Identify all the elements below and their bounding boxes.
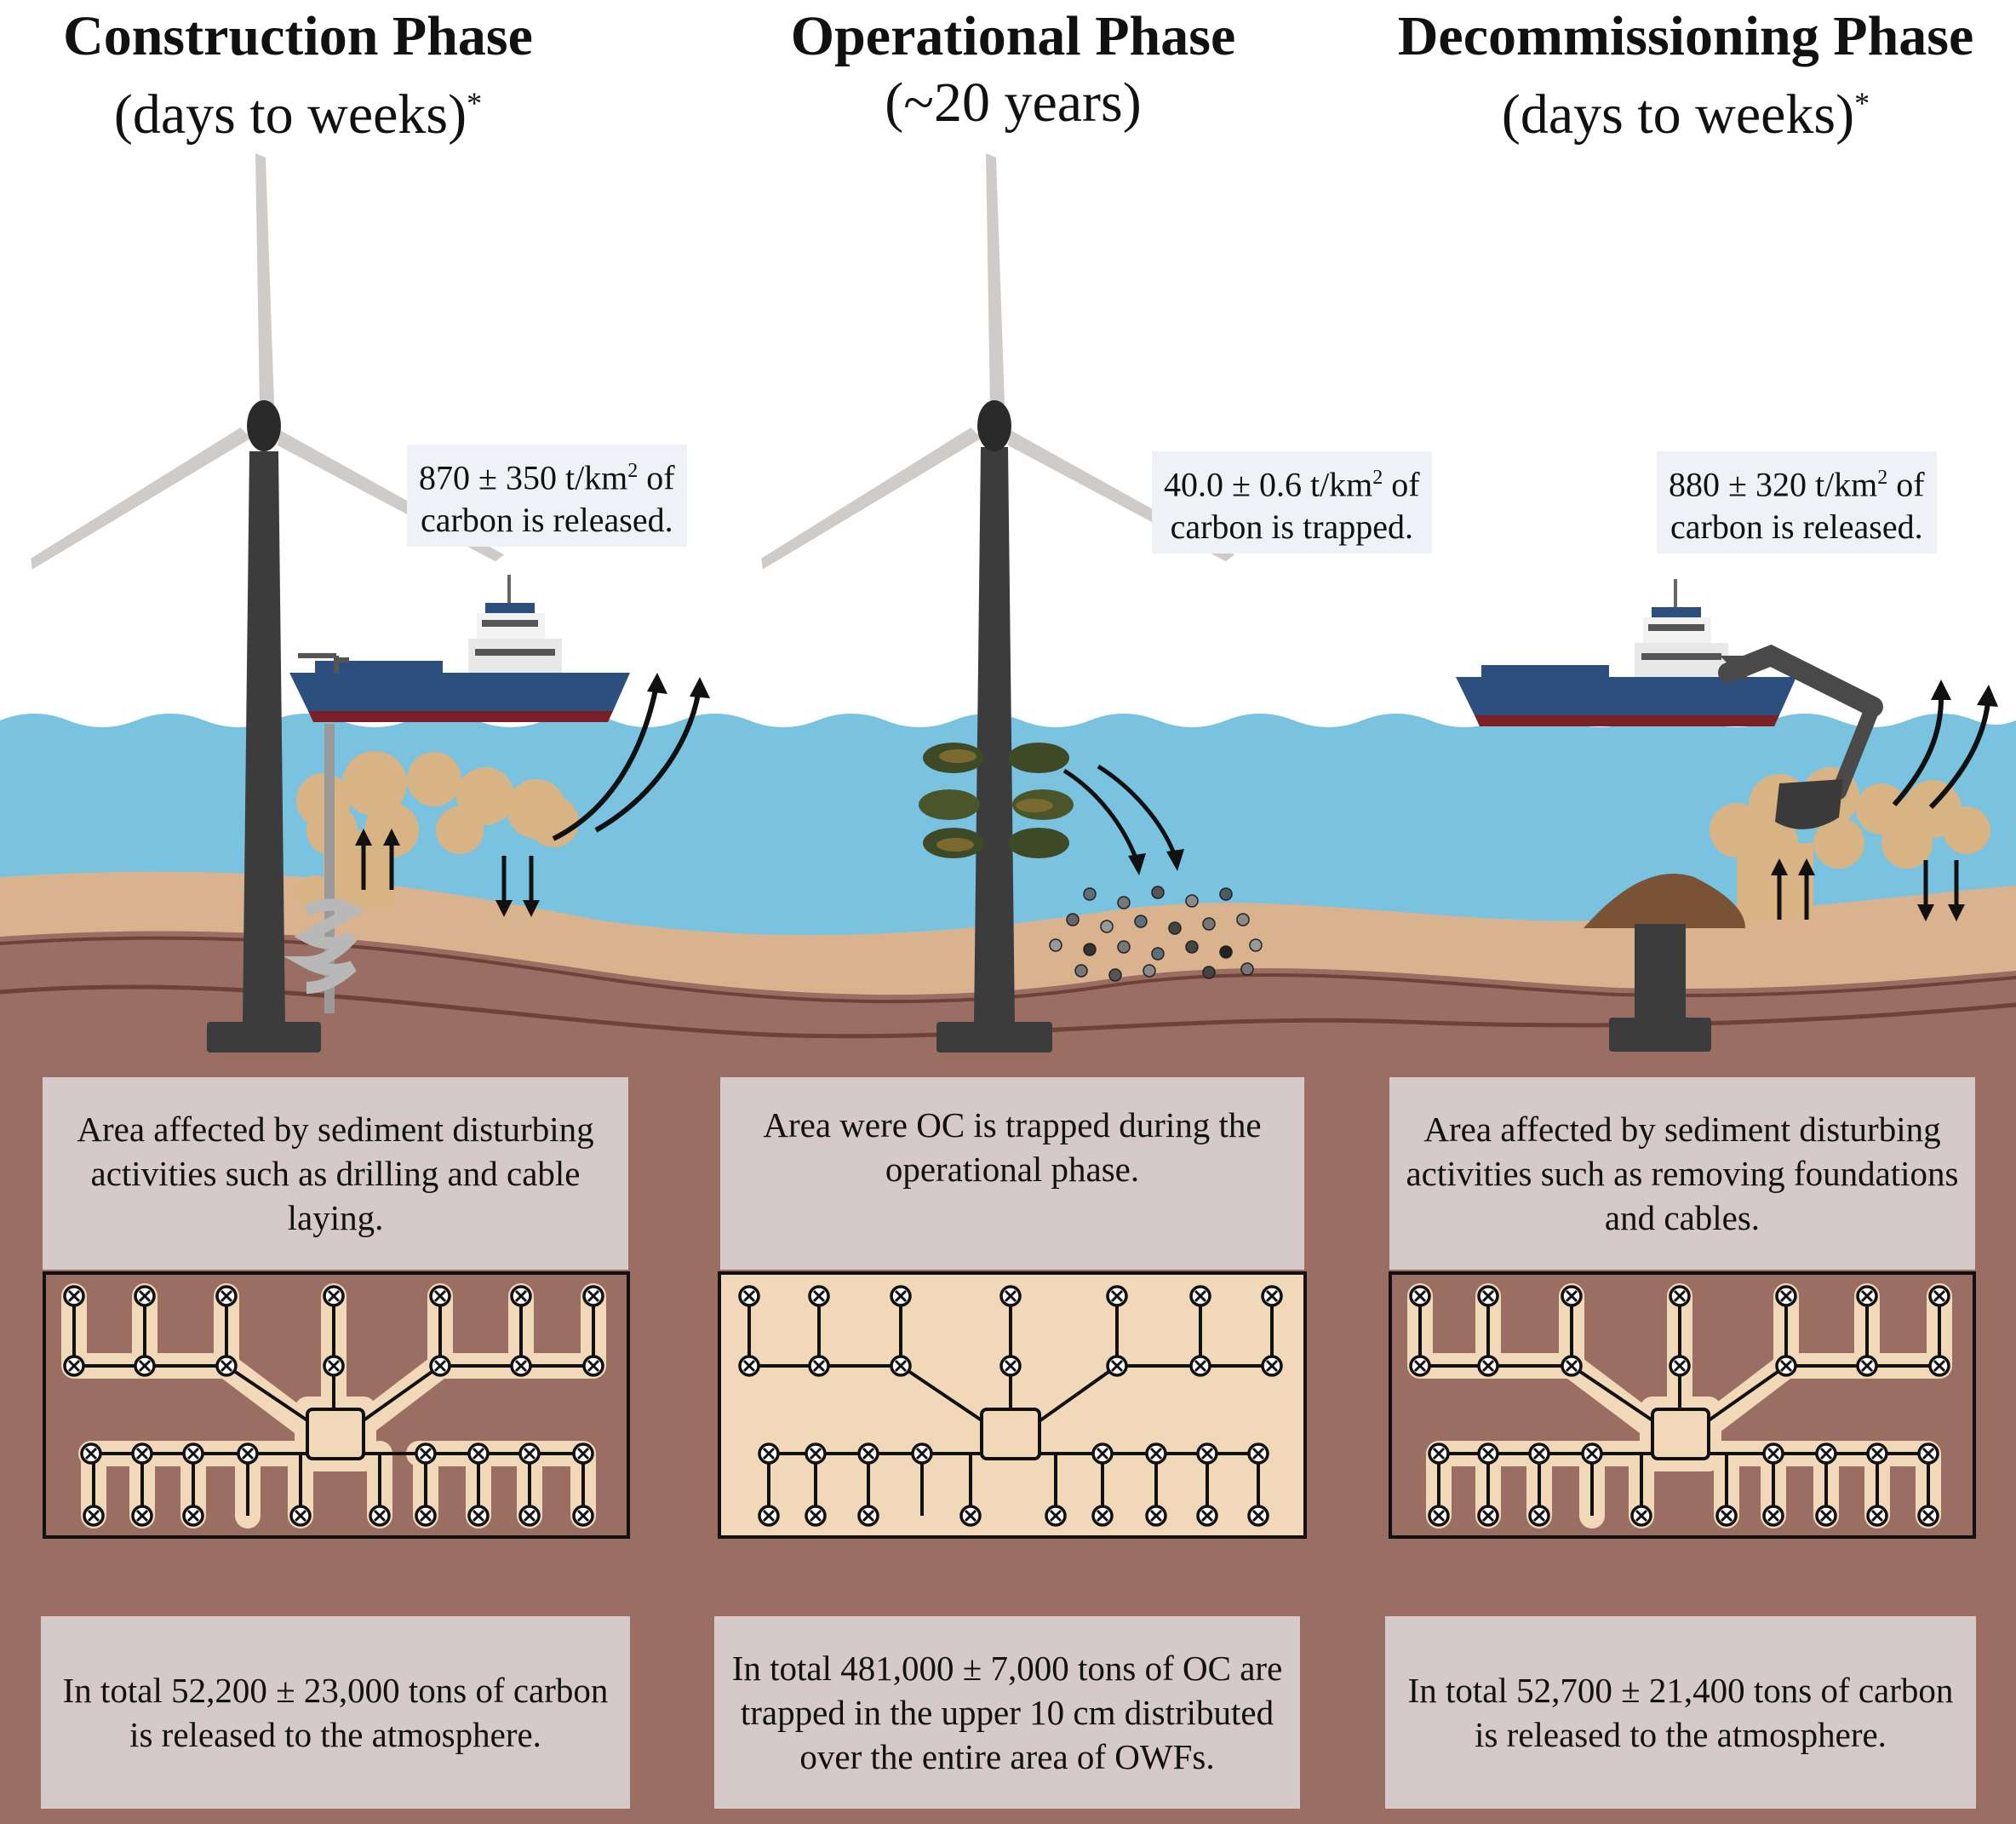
drill-auger xyxy=(283,724,365,1013)
seabed-line xyxy=(0,936,2016,1004)
operational-area-text: Area were OC is trapped during the opera… xyxy=(720,1077,1304,1270)
operational-total-text: In total 481,000 ± 7,000 tons of OC are … xyxy=(714,1616,1300,1809)
construction-ship xyxy=(288,573,632,724)
construction-total-text: In total 52,200 ± 23,000 tons of carbon … xyxy=(41,1616,630,1809)
trapped-particles xyxy=(1049,886,1263,982)
operational-title: Operational Phase xyxy=(790,5,1236,67)
decommission-total-text: In total 52,700 ± 21,400 tons of carbon … xyxy=(1385,1616,1976,1809)
decommission-farm-map xyxy=(1389,1271,1976,1539)
operational-farm-map xyxy=(718,1271,1307,1539)
construction-farm-map xyxy=(43,1271,630,1539)
construction-area-text: Area affected by sediment disturbing act… xyxy=(43,1077,628,1270)
construction-heading: Construction Phase (days to weeks)* xyxy=(26,3,570,148)
decommissioning-heading: Decommissioning Phase (days to weeks)* xyxy=(1362,3,2009,148)
operational-tower xyxy=(753,153,1235,1053)
construction-duration: (days to weeks)* xyxy=(113,83,483,146)
release-arrows xyxy=(552,689,701,841)
construction-tower xyxy=(22,153,505,1053)
footnote-mark: * xyxy=(1854,86,1870,120)
decommission-area-text: Area affected by sediment disturbing act… xyxy=(1389,1077,1975,1270)
operational-duration: (~20 years) xyxy=(885,72,1142,134)
construction-title: Construction Phase xyxy=(63,5,533,67)
decommission-plume xyxy=(1710,767,1990,920)
decommissioning-title: Decommissioning Phase xyxy=(1397,5,1974,67)
construction-crane xyxy=(298,653,349,673)
operational-trap-callout: 40.0 ± 0.6 t/km2 of carbon is trapped. xyxy=(1152,451,1432,554)
operational-heading: Operational Phase (~20 years) xyxy=(749,3,1277,136)
foundation-stump xyxy=(1584,874,1745,1052)
release-arrows xyxy=(1892,697,1990,810)
mussel-cluster xyxy=(919,743,1074,858)
decommission-ship xyxy=(1454,577,1798,728)
decommissioning-duration: (days to weeks)* xyxy=(1501,83,1870,146)
construction-release-callout: 870 ± 350 t/km2 of carbon is released. xyxy=(407,445,687,548)
construction-plume xyxy=(296,751,579,913)
decommission-release-callout: 880 ± 320 t/km2 of carbon is released. xyxy=(1657,451,1937,554)
footnote-mark: * xyxy=(467,86,483,120)
trapping-arrows xyxy=(1062,764,1177,861)
